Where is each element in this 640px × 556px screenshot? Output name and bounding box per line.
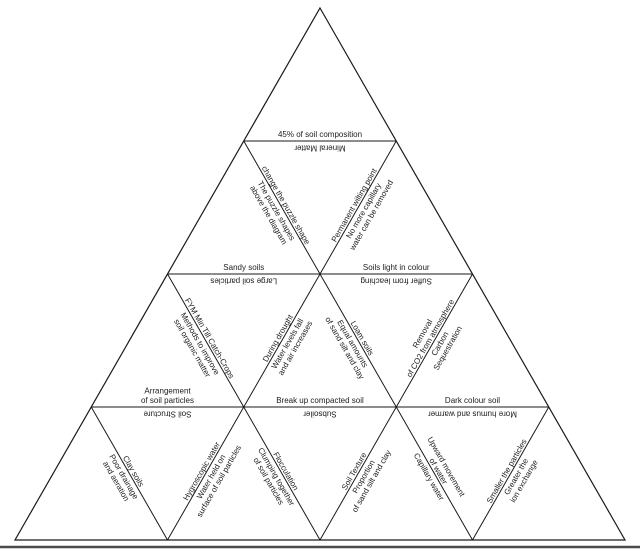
- label-45-of-soil-composition: 45% of soil composition: [278, 130, 362, 139]
- label-mineral-matter: Mineral Matter: [294, 144, 345, 153]
- label-suffer-from-leaching: Suffer from leaching: [361, 277, 432, 286]
- label-large-soil-particles: Large soil particles: [210, 277, 277, 286]
- label-arrangement-line1: Arrangement: [144, 387, 191, 396]
- label-arrangement-line2: of soil particles: [141, 396, 194, 405]
- grid-line: [472, 406, 550, 541]
- grid-line: [319, 273, 473, 541]
- label-soil-structure: Soil Structure: [143, 410, 192, 419]
- label-more-humus-and-warmer: More humus and warmer: [428, 410, 517, 419]
- grid-line: [90, 406, 168, 541]
- label-subsoiler: Subsoiler: [303, 410, 337, 419]
- grid-line: [243, 140, 473, 541]
- label-dark-colour-soil: Dark colour soil: [445, 396, 500, 405]
- label-sandy-soils: Sandy soils: [223, 263, 264, 272]
- label-break-up-compacted-soil: Break up compacted soil: [276, 396, 364, 405]
- label-soils-light-in-colour: Soils light in colour: [363, 263, 430, 272]
- grid-line: [167, 140, 397, 541]
